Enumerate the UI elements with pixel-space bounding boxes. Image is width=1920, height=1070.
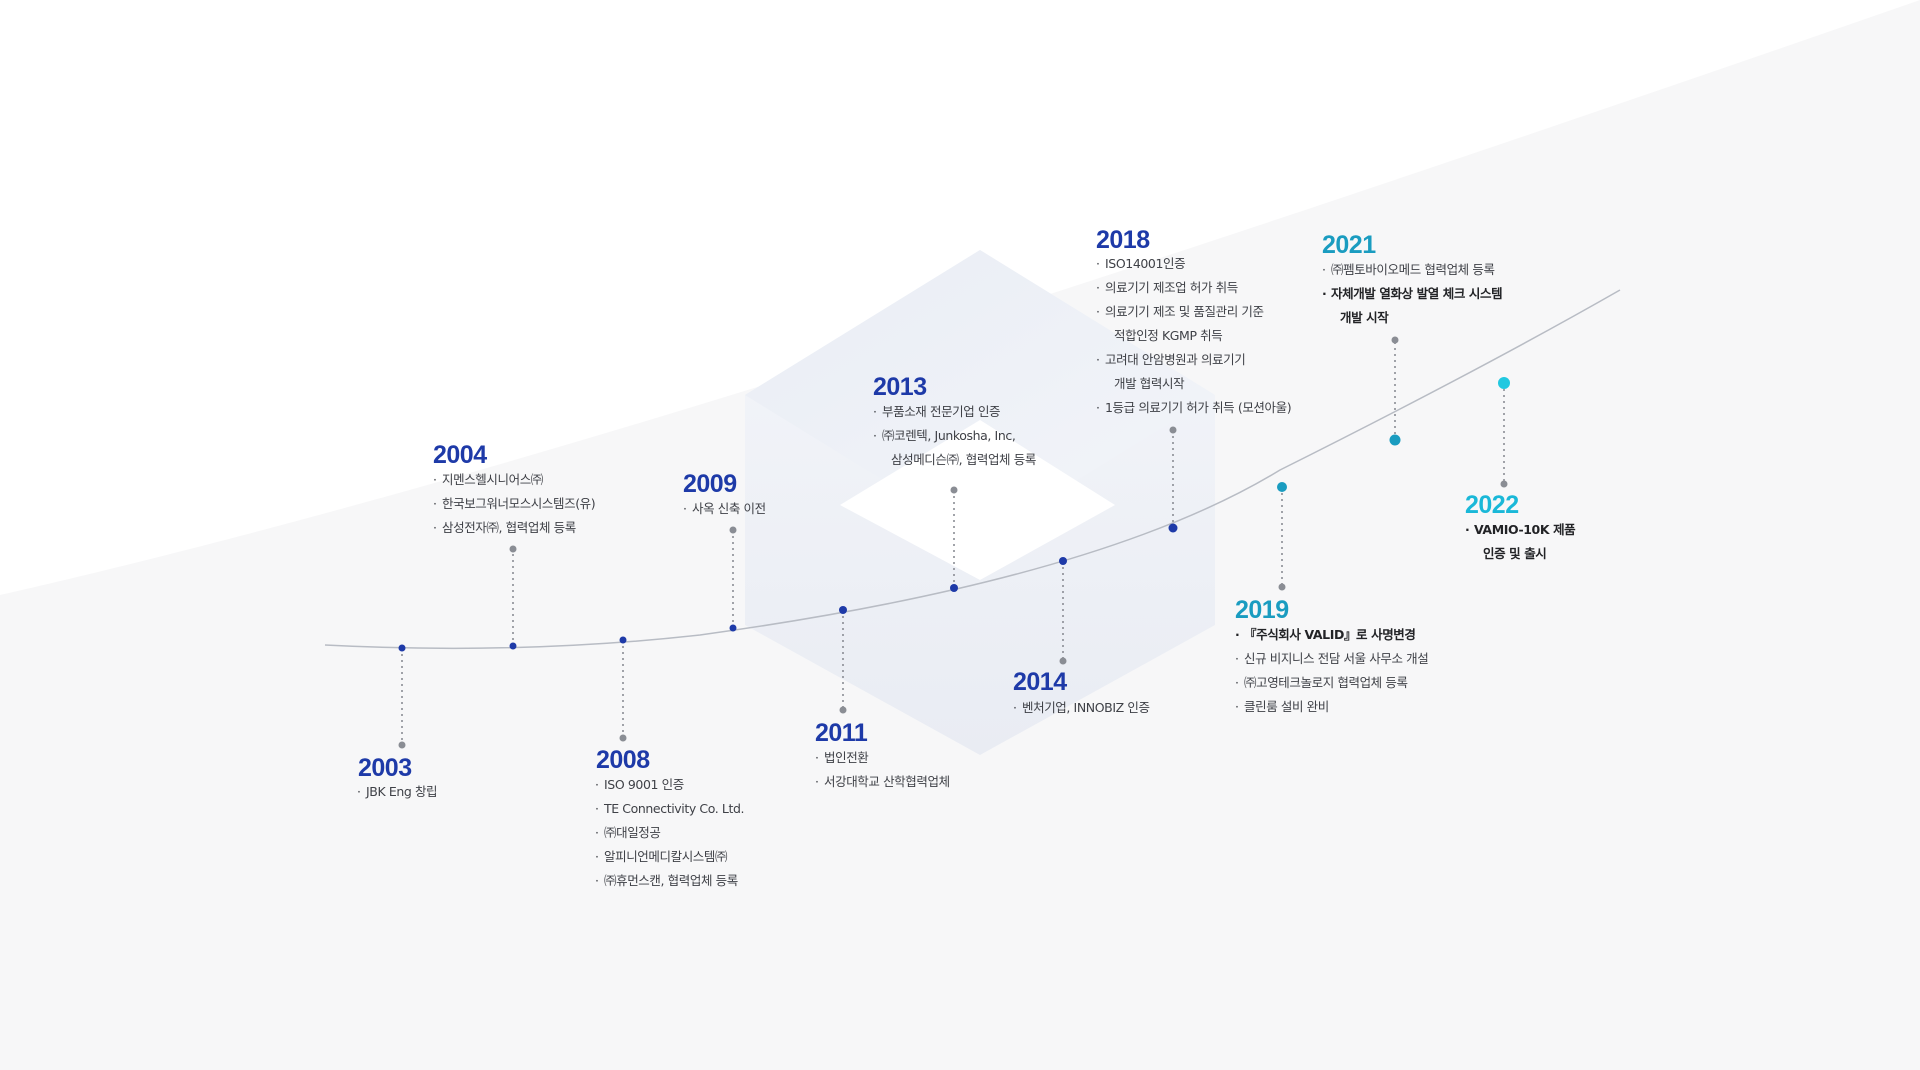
milestone-item: VAMIO-10K 제품 [1465, 518, 1576, 542]
milestone-item: ㈜펨토바이오메드 협력업체 등록 [1322, 258, 1502, 282]
stem-end-dot-2013 [950, 486, 958, 494]
milestone-item: JBK Eng 창립 [357, 780, 438, 804]
milestone-item: 삼성전자㈜, 협력업체 등록 [433, 516, 595, 540]
milestone-item: TE Connectivity Co. Ltd. [595, 797, 744, 821]
milestone-item: ㈜코렌텍, Junkosha, Inc, [873, 424, 1036, 448]
year-2021: 2021 [1322, 231, 1376, 259]
timeline-curve [324, 289, 1621, 650]
stem-end-dot-2014 [1059, 657, 1067, 665]
milestone-items-2004: 지멘스헬시니어스㈜ 한국보그워너모스시스템즈(유) 삼성전자㈜, 협력업체 등록 [433, 468, 596, 540]
milestone-items-2018: ISO14001인증 의료기기 제조업 허가 취득 의료기기 제조 및 품질관리… [1096, 252, 1292, 420]
milestone-item: 클린룸 설비 완비 [1235, 695, 1428, 719]
year-2008: 2008 [596, 746, 650, 774]
milestone-item: ㈜고영테크놀로지 협력업체 등록 [1235, 671, 1428, 695]
milestone-items-2013: 부품소재 전문기업 인증 ㈜코렌텍, Junkosha, Inc, 삼성메디슨㈜… [873, 400, 1036, 472]
milestone-item: 법인전환 [815, 746, 950, 770]
timeline-dot-2003 [398, 644, 406, 652]
milestone-item: 벤처기업, INNOBIZ 인증 [1013, 696, 1150, 720]
timeline-dot-2022 [1498, 377, 1510, 389]
milestone-item: 자체개발 열화상 발열 체크 시스템 [1322, 282, 1503, 306]
milestone-item: 지멘스헬시니어스㈜ [433, 468, 595, 492]
timeline-dot-2009 [729, 624, 737, 632]
timeline-dot-2011 [839, 606, 847, 614]
milestone-item: 고려대 안암병원과 의료기기 [1096, 348, 1291, 372]
year-2003: 2003 [358, 754, 412, 782]
milestone-item: 한국보그워너모스시스템즈(유) [433, 492, 596, 516]
year-2019: 2019 [1235, 596, 1289, 624]
milestone-item: 서강대학교 산학협력업체 [815, 770, 950, 794]
milestone-item: ㈜휴먼스캔, 협력업체 등록 [595, 869, 744, 893]
milestone-items-2014: 벤처기업, INNOBIZ 인증 [1013, 696, 1150, 720]
year-2009: 2009 [683, 470, 737, 498]
stem-end-dot-2004 [509, 545, 517, 553]
milestone-items-2022: VAMIO-10K 제품 인증 및 출시 [1465, 518, 1576, 566]
milestone-item: ISO 9001 인증 [595, 773, 744, 797]
milestone-item: 『주식회사 VALID』로 사명변경 [1235, 623, 1428, 647]
milestone-item: 개발 협력시작 [1114, 376, 1185, 391]
stem-end-dot-2018 [1169, 426, 1177, 434]
year-2013: 2013 [873, 373, 927, 401]
milestone-items-2003: JBK Eng 창립 [357, 780, 438, 804]
milestone-items-2019: 『주식회사 VALID』로 사명변경 신규 비지니스 전담 서울 사무소 개설 … [1235, 623, 1429, 719]
milestone-item: 의료기기 제조 및 품질관리 기준 [1096, 300, 1291, 324]
year-2022: 2022 [1465, 491, 1519, 519]
milestone-item: 사옥 신축 이전 [683, 497, 766, 521]
year-2011: 2011 [815, 719, 868, 747]
stem-end-dot-2021 [1391, 336, 1399, 344]
milestone-item: 부품소재 전문기업 인증 [873, 400, 1036, 424]
milestone-item: 의료기기 제조업 허가 취득 [1096, 276, 1291, 300]
milestone-items-2008: ISO 9001 인증 TE Connectivity Co. Ltd. ㈜대일… [595, 773, 744, 893]
milestone-item: 알피니언메디칼시스템㈜ [595, 845, 744, 869]
stem-end-dot-2019 [1278, 583, 1286, 591]
timeline-dot-2004 [509, 642, 517, 650]
milestone-item: ISO14001인증 [1096, 252, 1291, 276]
milestone-item: 인증 및 출시 [1483, 546, 1547, 561]
year-2018: 2018 [1096, 226, 1150, 254]
stem-end-dot-2022 [1500, 480, 1508, 488]
timeline-dot-2013 [950, 584, 958, 592]
milestone-item: ㈜대일정공 [595, 821, 744, 845]
milestone-item: 1등급 의료기기 허가 취득 (모션아울) [1096, 396, 1292, 420]
milestone-items-2011: 법인전환 서강대학교 산학협력업체 [815, 746, 950, 794]
milestone-items-2021: ㈜펨토바이오메드 협력업체 등록 자체개발 열화상 발열 체크 시스템 개발 시… [1322, 258, 1503, 330]
timeline-dot-2019 [1277, 482, 1287, 492]
stem-end-dot-2003 [398, 741, 406, 749]
year-2014: 2014 [1013, 668, 1067, 696]
year-2004: 2004 [433, 441, 487, 469]
timeline-dot-2008 [619, 636, 627, 644]
milestone-item: 삼성메디슨㈜, 협력업체 등록 [891, 452, 1036, 467]
timeline-dot-2021 [1389, 434, 1401, 446]
milestone-item: 개발 시작 [1340, 310, 1389, 325]
milestone-item: 신규 비지니스 전담 서울 사무소 개설 [1235, 647, 1429, 671]
stem-end-dot-2009 [729, 526, 737, 534]
timeline-dot-2018 [1168, 523, 1178, 533]
stem-end-dot-2011 [839, 706, 847, 714]
timeline-dot-2014 [1059, 557, 1067, 565]
stem-end-dot-2008 [619, 734, 627, 742]
milestone-items-2009: 사옥 신축 이전 [683, 497, 766, 521]
milestone-item: 적합인정 KGMP 취득 [1114, 328, 1223, 343]
